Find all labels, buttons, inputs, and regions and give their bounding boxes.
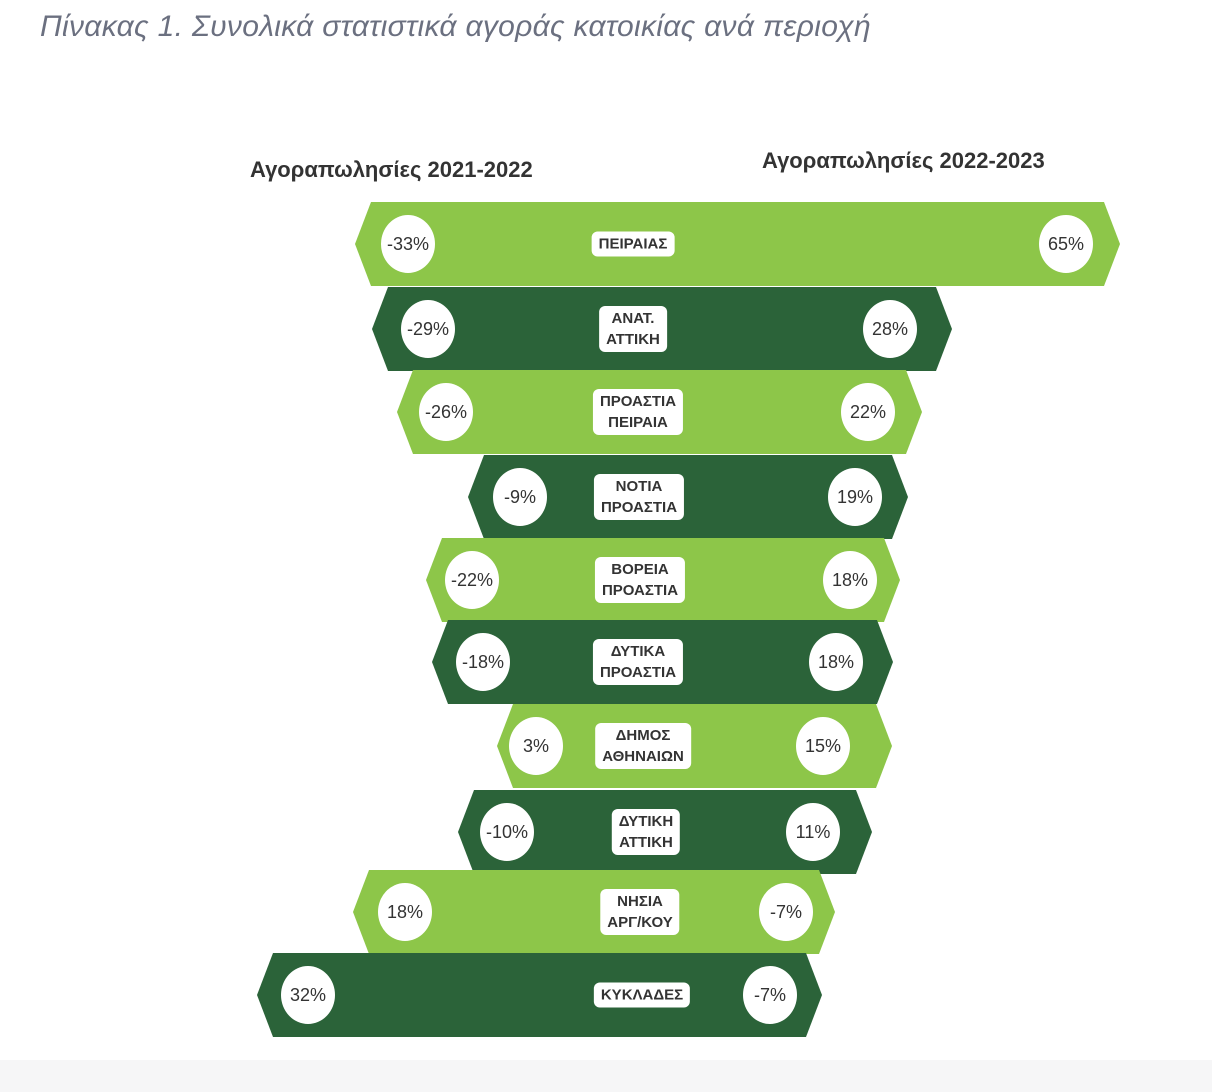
left-column-header: Αγοραπωλησίες 2021-2022 xyxy=(250,157,533,182)
value-2021-2022: 32% xyxy=(281,966,335,1024)
value-2022-2023: 28% xyxy=(863,300,917,358)
region-label: ΝΟΤΙΑ ΠΡΟΑΣΤΙΑ xyxy=(593,474,685,520)
right-column-header: Αγοραπωλησίες 2022-2023 xyxy=(762,148,1045,173)
region-band xyxy=(355,202,1120,286)
region-label: ΒΟΡΕΙΑ ΠΡΟΑΣΤΙΑ xyxy=(594,557,686,603)
value-2022-2023: 22% xyxy=(841,383,895,441)
value-2022-2023: 18% xyxy=(823,551,877,609)
region-label: ΑΝΑΤ. ΑΤΤΙΚΗ xyxy=(599,306,667,352)
region-label: ΠΡΟΑΣΤΙΑ ΠΕΙΡΑΙΑ xyxy=(592,389,684,435)
region-label: ΔΥΤΙΚΑ ΠΡΟΑΣΤΙΑ xyxy=(592,639,684,685)
region-label: ΚΥΚΛΑΔΕΣ xyxy=(593,982,691,1008)
value-2021-2022: 18% xyxy=(378,883,432,941)
value-2021-2022: -29% xyxy=(401,300,455,358)
region-label: ΝΗΣΙΑ ΑΡΓ/ΚΟΥ xyxy=(600,889,680,935)
value-2021-2022: -10% xyxy=(480,803,534,861)
value-2021-2022: -33% xyxy=(381,215,435,273)
region-label: ΠΕΙΡΑΙΑΣ xyxy=(591,231,675,257)
value-2022-2023: 11% xyxy=(786,803,840,861)
value-2022-2023: -7% xyxy=(759,883,813,941)
value-2021-2022: 3% xyxy=(509,717,563,775)
value-2022-2023: 15% xyxy=(796,717,850,775)
region-label: ΔΗΜΟΣ ΑΘΗΝΑΙΩΝ xyxy=(595,723,691,769)
value-2022-2023: 65% xyxy=(1039,215,1093,273)
region-band xyxy=(257,953,822,1037)
value-2022-2023: 19% xyxy=(828,468,882,526)
value-2022-2023: 18% xyxy=(809,633,863,691)
bottom-strip xyxy=(0,1060,1212,1092)
value-2021-2022: -26% xyxy=(419,383,473,441)
value-2022-2023: -7% xyxy=(743,966,797,1024)
region-label: ΔΥΤΙΚΗ ΑΤΤΙΚΗ xyxy=(611,809,681,855)
chart-title: Πίνακας 1. Συνολικά στατιστικά αγοράς κα… xyxy=(40,10,871,43)
value-2021-2022: -9% xyxy=(493,468,547,526)
value-2021-2022: -22% xyxy=(445,551,499,609)
region-band xyxy=(353,870,835,954)
value-2021-2022: -18% xyxy=(456,633,510,691)
